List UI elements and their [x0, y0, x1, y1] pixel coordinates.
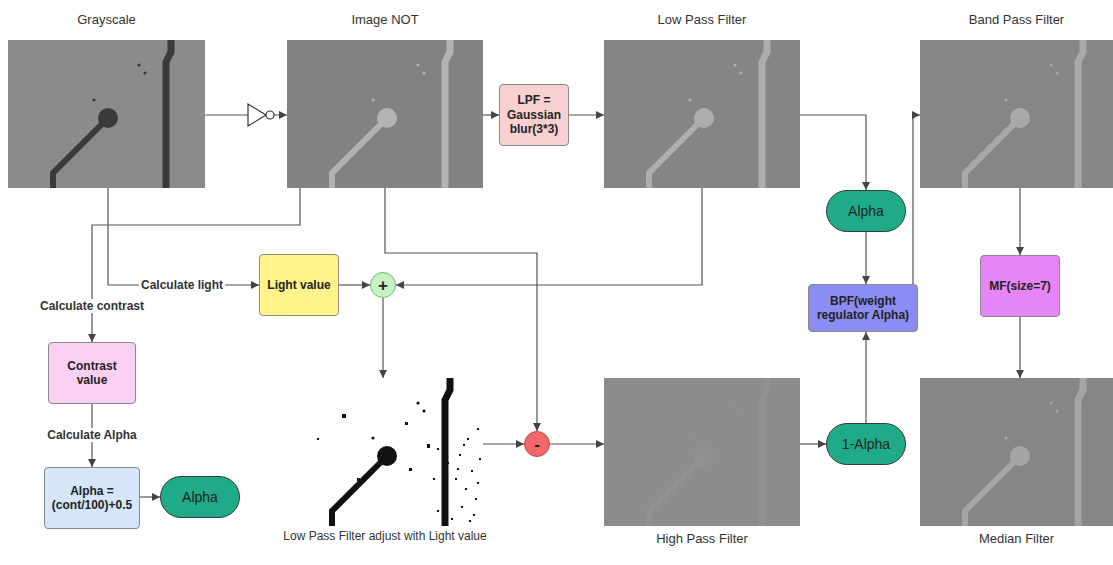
pcb-picture	[965, 40, 1083, 188]
connector-arrow	[385, 188, 537, 431]
image-ground	[604, 40, 800, 188]
box-label: Alpha = (cont/100)+0.5	[50, 484, 134, 513]
image-panel: Grayscale	[8, 40, 205, 188]
connector-arrow	[550, 443, 604, 444]
variable-terminal: 1-Alpha	[826, 423, 906, 465]
panel-caption: Image NOT	[351, 12, 418, 28]
connector-arrow	[483, 114, 499, 115]
connector-arrow	[865, 232, 866, 284]
panel-caption: High Pass Filter	[656, 531, 748, 547]
image-ground	[287, 378, 483, 526]
image-ground	[8, 40, 205, 188]
box-label: 1-Alpha	[842, 436, 890, 453]
adjusted-image	[287, 378, 483, 526]
connector-arrow	[1019, 188, 1020, 255]
image-panel: Low Pass Filter	[604, 40, 800, 188]
bandpass-image	[920, 40, 1113, 188]
box-label: +	[378, 277, 388, 294]
panel-caption: Low Pass Filter	[658, 12, 747, 28]
grayscale-image	[8, 40, 205, 188]
panel-caption: Band Pass Filter	[969, 12, 1064, 28]
pcb-picture	[965, 378, 1083, 526]
process-box: MF(size=7)	[980, 255, 1060, 317]
box-label: Light value	[267, 278, 330, 292]
box-label: BPF(weight regulator Alpha)	[814, 294, 912, 323]
process-box: Light value	[259, 254, 339, 316]
image-panel: Median Filter	[920, 378, 1113, 526]
pcb-picture	[649, 378, 767, 526]
connector-arrow	[205, 114, 287, 115]
process-box: Alpha = (cont/100)+0.5	[44, 467, 140, 529]
noise-dots	[317, 414, 481, 522]
box-label: LPF = Gaussian blur(3*3)	[505, 93, 563, 136]
box-label: Alpha	[182, 489, 218, 506]
connector-arrow	[865, 332, 866, 423]
operator-circle: -	[524, 431, 550, 457]
box-label: Contrast value	[54, 359, 130, 388]
connector-arrow	[483, 443, 524, 444]
variable-terminal: Alpha	[826, 190, 906, 232]
process-box: LPF = Gaussian blur(3*3)	[499, 84, 569, 146]
box-label: Alpha	[848, 203, 884, 220]
pcb-picture	[649, 40, 767, 188]
box-label: -	[534, 436, 540, 453]
pcb-picture	[53, 40, 171, 188]
connector-arrow	[396, 188, 702, 285]
connector-arrow	[800, 115, 866, 190]
not-gate-triangle	[248, 104, 266, 126]
panel-caption: Grayscale	[77, 12, 136, 28]
image-panel: Low Pass Filter adjust with Light value	[287, 378, 483, 526]
pcb-picture	[332, 378, 450, 526]
image-ground	[604, 378, 800, 526]
image-panel: Band Pass Filter	[920, 40, 1113, 188]
pcb-picture	[332, 40, 450, 188]
edge-label: Calculate light	[139, 278, 225, 292]
image-ground	[287, 40, 483, 188]
box-label: MF(size=7)	[989, 279, 1051, 293]
connector-arrow	[140, 496, 160, 497]
image-ground	[920, 40, 1113, 188]
image-ground	[920, 378, 1113, 526]
not-image	[287, 40, 483, 188]
process-box: Contrast value	[48, 342, 136, 404]
connector-arrow	[800, 443, 826, 444]
panel-caption: Median Filter	[979, 531, 1054, 547]
connector-arrow	[382, 298, 383, 378]
panel-caption: Low Pass Filter adjust with Light value	[275, 529, 495, 543]
not-gate-symbol	[248, 104, 274, 126]
connector-arrow	[339, 284, 370, 285]
connector-arrow	[108, 188, 259, 285]
not-gate-bubble	[266, 111, 274, 119]
variable-terminal: Alpha	[160, 476, 240, 518]
highpass-image	[604, 378, 800, 526]
process-box: BPF(weight regulator Alpha)	[808, 284, 918, 332]
edge-label: Calculate contrast	[38, 299, 146, 313]
image-panel: Image NOT	[287, 40, 483, 188]
connector-group	[92, 115, 1020, 497]
lowpass-image	[604, 40, 800, 188]
operator-circle: +	[370, 272, 396, 298]
median-image	[920, 378, 1113, 526]
edge-label: Calculate Alpha	[45, 428, 139, 442]
connector-arrow	[569, 114, 604, 115]
image-panel: High Pass Filter	[604, 378, 800, 526]
connector-arrow	[913, 115, 920, 284]
connector-arrow	[1019, 317, 1020, 378]
